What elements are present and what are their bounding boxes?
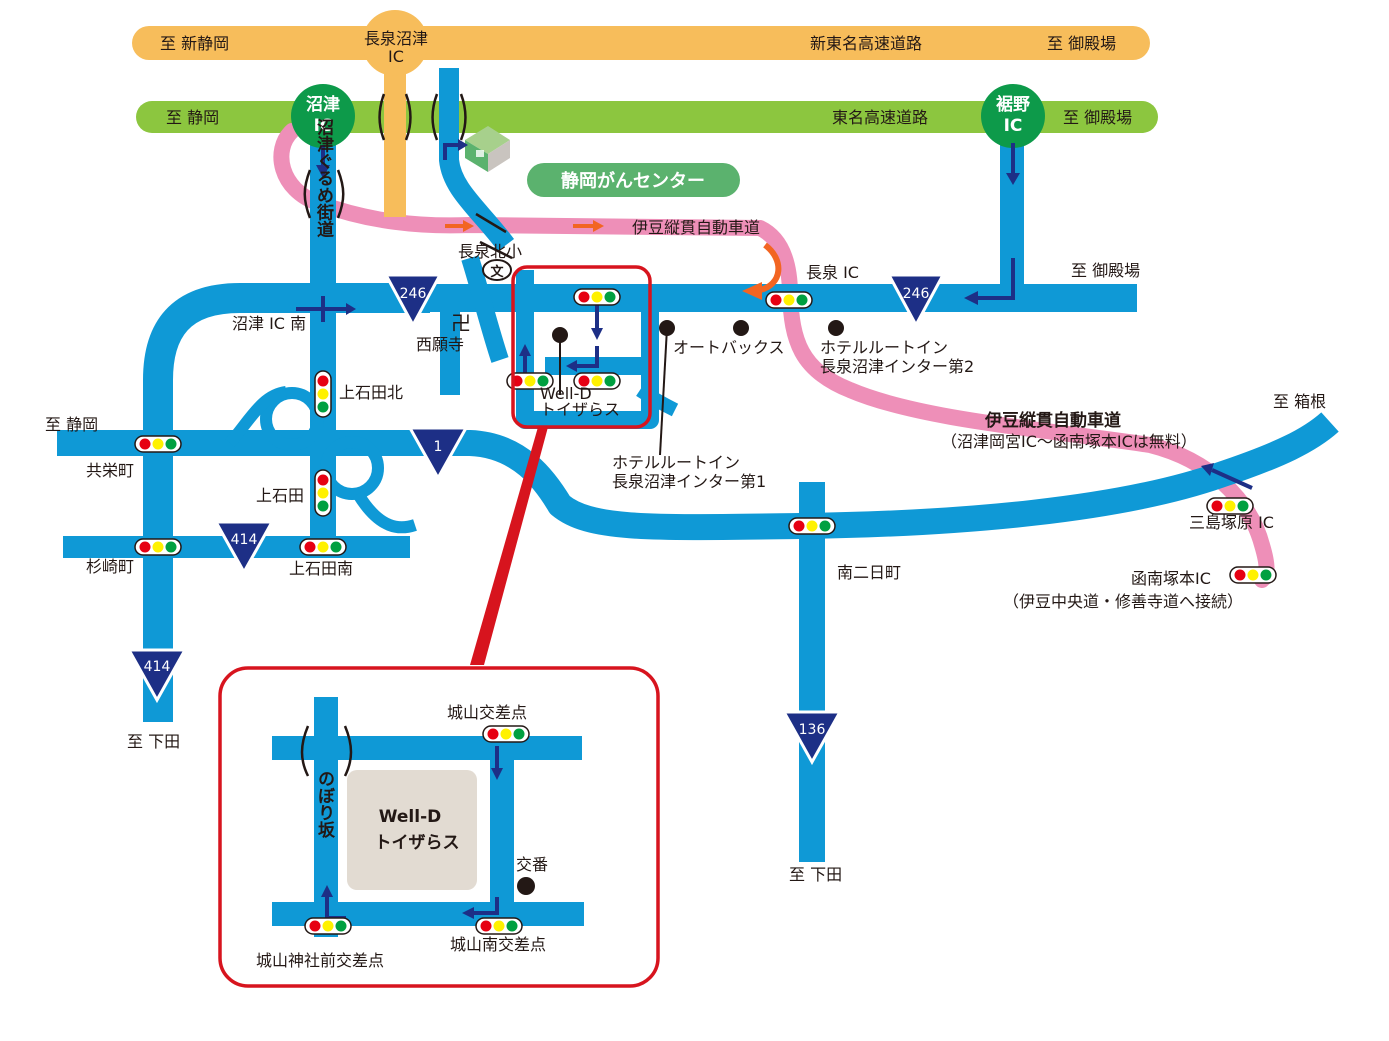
welld-label: Well-D xyxy=(540,384,592,403)
shizuoka-1-label: 至 静岡 xyxy=(45,415,98,434)
bridge-marks xyxy=(303,93,513,260)
inset-store-label: Well-D xyxy=(379,807,442,827)
cancer-center-label: 静岡がんセンター xyxy=(527,163,740,197)
cancer-center-name: 静岡がんセンター xyxy=(561,170,705,192)
welld-label-2: トイザらス xyxy=(540,400,620,419)
shiroyama-minami-label: 城山南交差点 xyxy=(450,935,546,954)
izu-jukan-label-top: 伊豆縦貫自動車道 xyxy=(632,218,760,237)
izu-jukan-note: （沼津岡宮IC〜函南塚本ICは無料） xyxy=(941,432,1197,451)
numazu-ic-label: 沼津 xyxy=(306,94,340,115)
kannami-note: （伊豆中央道・修善寺道へ接続） xyxy=(1003,592,1243,611)
shin-tomei-west-label: 至 新静岡 xyxy=(160,34,229,53)
svg-text:414: 414 xyxy=(144,659,171,675)
koban-icon xyxy=(517,877,535,895)
svg-text:沼津ぐるめ街道: 沼津ぐるめ街道 xyxy=(313,117,335,237)
route-246-shield-west: 246 xyxy=(383,273,443,329)
izu-jukan-expressway xyxy=(273,123,1275,588)
school-icon: 文 xyxy=(482,259,512,281)
shin-tomei-east-label: 至 御殿場 xyxy=(1047,34,1116,53)
shiroyama-jinja-label: 城山神社前交差点 xyxy=(256,951,384,970)
nagaizumi-numazu-connector xyxy=(384,62,406,217)
inset-road-label: のぼり坂 xyxy=(314,770,335,839)
route-246-shield-east: 246 xyxy=(886,273,946,329)
temple-icon: 卍 xyxy=(451,311,471,335)
svg-text:1: 1 xyxy=(434,439,443,455)
shimoda-136-label: 至 下田 xyxy=(789,865,842,884)
izu-jukan-label-right: 伊豆縦貫自動車道 xyxy=(984,410,1121,431)
shimoda-414-label: 至 下田 xyxy=(127,732,180,751)
inset-store-block xyxy=(347,770,477,890)
inset-store-label-2: トイザらス xyxy=(375,833,460,853)
route-1-shield: 1 xyxy=(407,426,469,482)
hotel-1-label-2: 長泉沼津インター第1 xyxy=(612,472,766,491)
suginosakicho-label: 杉崎町 xyxy=(86,557,134,576)
kyoeicho-label: 共栄町 xyxy=(86,461,134,480)
gotemba-246-label: 至 御殿場 xyxy=(1071,261,1140,280)
route-414-shield-vertical: 414 xyxy=(126,648,188,704)
numazu-ic-minami-label: 沼津 IC 南 xyxy=(232,314,306,333)
saiganji-label: 西願寺 xyxy=(416,335,464,354)
susono-ic: 裾野 IC xyxy=(981,84,1045,148)
orange-arrows xyxy=(445,220,782,300)
hakone-label: 至 箱根 xyxy=(1273,392,1326,411)
susono-ic-label: 裾野 xyxy=(996,94,1030,115)
svg-text:246: 246 xyxy=(903,286,930,302)
nagaizumi-numazu-ic-label: 長泉沼津 xyxy=(364,29,428,48)
tomei-name-label: 東名高速道路 xyxy=(832,108,928,127)
numazu-ic: 沼津 IC xyxy=(291,84,355,148)
autobacs-label: オートバックス xyxy=(673,338,785,357)
minami-futsukamachi-label: 南二日町 xyxy=(837,563,901,582)
shin-tomei-expressway xyxy=(132,26,1150,60)
callout-pointer xyxy=(470,427,548,665)
hotel-2-label-2: 長泉沼津インター第2 xyxy=(820,357,974,376)
inset-map: Well-D トイザらス のぼり坂 交番 城山交差点 城山南交差点 城山神社前交… xyxy=(218,666,660,988)
shiroyama-label: 城山交差点 xyxy=(447,703,527,722)
shin-tomei-name-label: 新東名高速道路 xyxy=(810,34,922,53)
hotel-1-label: ホテルルートイン xyxy=(612,453,740,472)
numazu-gurume-road-label: 沼津ぐるめ街道 xyxy=(313,117,335,237)
svg-text:卍: 卍 xyxy=(451,311,471,335)
route-136-shield: 136 xyxy=(781,710,843,766)
koban-label: 交番 xyxy=(516,855,548,874)
route-414-shield-horizontal: 414 xyxy=(213,520,275,576)
numazu-ic-label-2: IC xyxy=(314,116,333,136)
highlight-box xyxy=(511,265,652,429)
svg-text:414: 414 xyxy=(231,532,258,548)
nagaizumi-ic-label: 長泉 IC xyxy=(806,263,859,282)
leader-lines xyxy=(559,327,668,456)
traffic-signals xyxy=(134,288,1277,584)
nagaizumi-kita-sho-label: 長泉北小 xyxy=(458,242,522,261)
svg-text:136: 136 xyxy=(799,722,826,738)
cancer-center-icon xyxy=(465,126,510,172)
susono-ic-label-2: IC xyxy=(1004,116,1023,136)
tomei-east-label: 至 御殿場 xyxy=(1063,108,1132,127)
kannami-tsukamoto-label: 函南塚本IC xyxy=(1131,569,1211,588)
tomei-west-label: 至 静岡 xyxy=(166,108,219,127)
kamiishida-minami-label: 上石田南 xyxy=(289,559,353,578)
svg-text:246: 246 xyxy=(400,286,427,302)
nagaizumi-numazu-ic: 長泉沼津 IC xyxy=(362,10,428,76)
mishima-tsukahara-label: 三島塚原 IC xyxy=(1189,513,1274,532)
interchange-loops xyxy=(225,386,417,534)
svg-text:文: 文 xyxy=(490,264,504,280)
kamiishida-kita-label: 上石田北 xyxy=(339,383,403,402)
hotel-2-label: ホテルルートイン xyxy=(820,338,948,357)
nagaizumi-numazu-ic-label-2: IC xyxy=(388,47,404,66)
kamiishida-label: 上石田 xyxy=(256,486,304,505)
